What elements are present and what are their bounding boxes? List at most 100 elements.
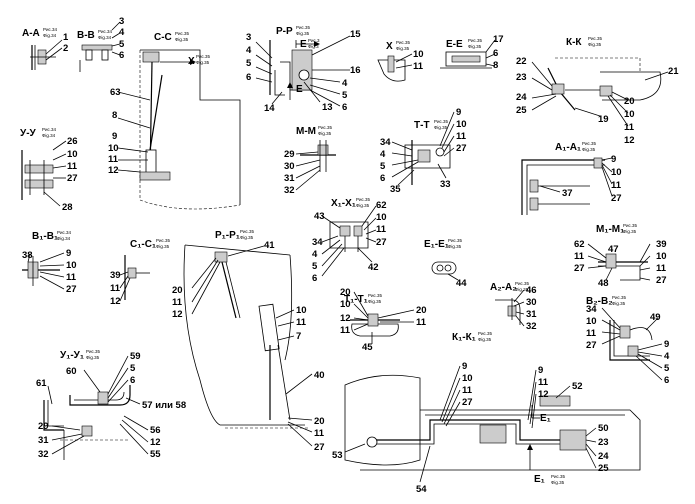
callout: 5 <box>380 161 386 172</box>
callout: 6 <box>246 72 251 83</box>
view-a2: А₂-А₂ Рис.35 Фig.35 46 30 31 32 <box>490 281 537 332</box>
svg-text:Фig.34: Фig.34 <box>42 133 56 138</box>
callout: 11 <box>110 283 121 294</box>
callout: 20 <box>624 96 635 107</box>
callout: 62 <box>574 239 585 250</box>
callout: 4 <box>380 149 386 160</box>
callout: 27 <box>462 397 473 408</box>
svg-text:Рис.35: Рис.35 <box>551 474 566 479</box>
callout: 59 <box>130 351 141 362</box>
callout: 2 <box>63 43 68 54</box>
callout: 23 <box>516 72 527 83</box>
callout: 10 <box>624 109 635 120</box>
callout: 9 <box>611 154 616 165</box>
callout: 13 <box>322 102 333 113</box>
svg-text:Е₁: Е₁ <box>540 413 551 424</box>
callout: 7 <box>296 331 301 342</box>
svg-text:Рис.35: Рис.35 <box>240 229 255 234</box>
callout: 29 <box>38 421 49 432</box>
callout: 11 <box>574 251 585 262</box>
view-title: А₂-А₂ <box>490 282 517 293</box>
callout: 31 <box>38 435 49 446</box>
view-u1: У₁-У₁ Рис.35 Фig.35 60 59 5 6 61 57 или … <box>36 349 186 460</box>
callout: 4 <box>246 45 252 56</box>
svg-text:Рис.35: Рис.35 <box>175 31 190 36</box>
callout: 9 <box>462 361 467 372</box>
callout: 6 <box>312 273 317 284</box>
callout: 20 <box>416 305 427 316</box>
callout: 42 <box>368 262 379 273</box>
callout: 12 <box>150 437 161 448</box>
view-tt: Т-Т Рис.35 Фig.35 34 4 5 6 35 9 10 11 27… <box>380 107 467 195</box>
callout: 53 <box>332 450 343 461</box>
svg-text:Фig.35: Фig.35 <box>448 244 462 249</box>
callout: 4 <box>342 78 348 89</box>
callout: 30 <box>526 297 537 308</box>
callout: 10 <box>296 305 307 316</box>
view-title: Т-Т <box>414 120 430 131</box>
callout: 21 <box>668 66 679 77</box>
callout: 12 <box>172 309 183 320</box>
callout: 63 <box>110 87 121 98</box>
callout: 5 <box>664 363 670 374</box>
svg-text:Фig.34: Фig.34 <box>43 33 57 38</box>
view-title: В₁-В₁ <box>32 231 58 242</box>
svg-text:Рис.35: Рис.35 <box>515 281 530 286</box>
callout: 12 <box>108 165 119 176</box>
callout: 10 <box>586 316 597 327</box>
callout: 11 <box>462 385 473 396</box>
view-t1: Т₁-Т₁ Рис.35 Фig.35 20 10 12 11 20 11 45 <box>340 287 427 353</box>
callout: 10 <box>67 149 78 160</box>
callout: 11 <box>456 131 467 142</box>
callout: 37 <box>562 188 573 199</box>
callout: 49 <box>650 312 661 323</box>
view-title: Х <box>386 41 393 52</box>
svg-text:Фig.35: Фig.35 <box>551 480 565 485</box>
callout: 33 <box>440 179 451 190</box>
svg-text:Х: Х <box>188 56 195 67</box>
callout: 14 <box>264 103 275 114</box>
main-assembly: Е₁ Е₁ Рис.35 Фig.35 9 10 11 27 9 11 12 5… <box>332 361 641 495</box>
callout: 43 <box>314 211 325 222</box>
callout: 35 <box>390 184 401 195</box>
svg-text:Рис.35: Рис.35 <box>623 223 638 228</box>
callout: 10 <box>66 260 77 271</box>
callout: 4 <box>312 249 318 260</box>
view-vv: В-В Рис.34 Фig.34 3 4 5 6 <box>77 16 125 72</box>
svg-text:Рис.35: Рис.35 <box>356 197 371 202</box>
callout: 9 <box>664 339 669 350</box>
view-e1: Е₁-Е₁ Рис.35 Фig.35 44 <box>424 238 467 289</box>
svg-text:Фig.35: Фig.35 <box>478 337 492 342</box>
view-title: В-В <box>77 30 95 41</box>
callout: 55 <box>150 449 161 460</box>
callout: 62 <box>376 200 387 211</box>
callout: 9 <box>538 365 543 376</box>
view-x1: Х₁-Х₁ Рис.35 Фig.35 43 34 4 5 6 62 10 11… <box>312 197 387 284</box>
svg-text:Рис.35: Рис.35 <box>612 295 627 300</box>
callout: 3 <box>119 16 124 27</box>
view-m1: М₁-М₁ Рис.35 Фig.35 62 11 27 47 48 39 10… <box>574 223 667 289</box>
callout: 6 <box>664 375 669 386</box>
callout: 11 <box>340 325 351 336</box>
callout: 6 <box>119 50 124 61</box>
callout: 60 <box>66 366 77 377</box>
callout: 20 <box>314 416 325 427</box>
callout: 5 <box>312 261 318 272</box>
svg-text:Фig.35: Фig.35 <box>86 355 100 360</box>
callout: 3 <box>246 32 251 43</box>
svg-text:Фig.35: Фig.35 <box>623 229 637 234</box>
svg-text:Рис.35: Рис.35 <box>468 38 483 43</box>
callout: 25 <box>598 463 609 474</box>
callout: 10 <box>456 119 467 130</box>
callout: 30 <box>284 161 295 172</box>
callout: 8 <box>112 110 117 121</box>
svg-text:Рис.35: Рис.35 <box>478 331 493 336</box>
callout: 1 <box>63 32 69 43</box>
view-title: Р-Р <box>276 26 293 37</box>
callout: 23 <box>598 437 609 448</box>
callout: 10 <box>340 299 351 310</box>
callout: 38 <box>22 250 33 261</box>
svg-text:Фig.35: Фig.35 <box>588 42 602 47</box>
callout: 6 <box>342 102 347 113</box>
callout: 22 <box>516 56 527 67</box>
